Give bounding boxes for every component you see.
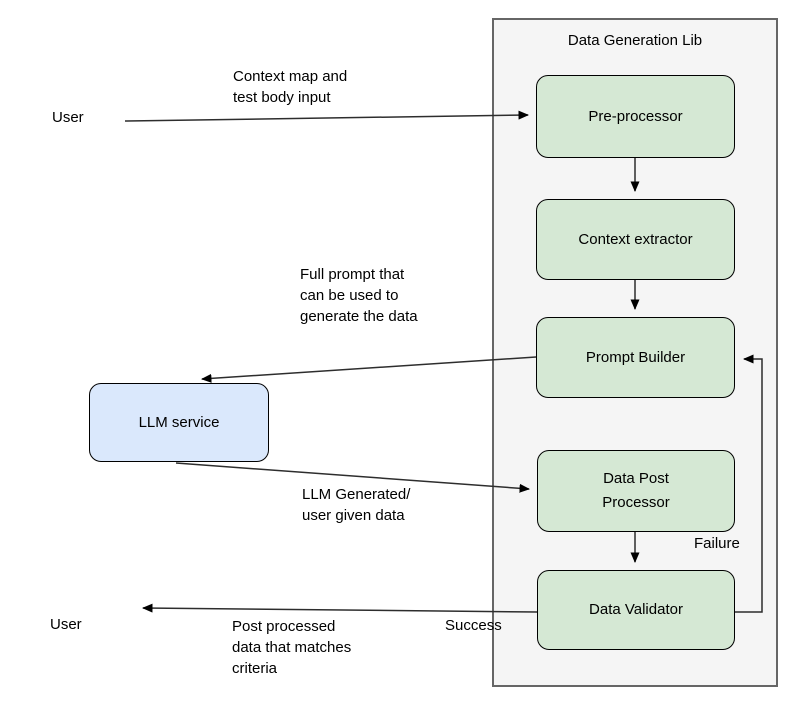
label-success: Success — [445, 617, 502, 634]
node-llm-service: LLM service — [89, 383, 269, 462]
node-data-validator: Data Validator — [537, 570, 735, 650]
node-pre-processor: Pre-processor — [536, 75, 735, 158]
edge-user-to-preprocessor — [124, 110, 529, 122]
label-context-map-input: Context map and test body input — [233, 68, 348, 106]
label-user-top: User — [52, 109, 84, 126]
node-data-post-processor: Data Post Processor — [537, 450, 735, 532]
node-context-extractor: Context extractor — [536, 199, 735, 280]
edge-llmservice-to-datapostprocessor — [175, 462, 530, 493]
container-title: Data Generation Lib — [567, 32, 703, 49]
edge-promptbuilder-to-llmservice — [201, 356, 537, 383]
edge-datavalidator-failure-to-promptbuilder — [735, 354, 763, 613]
label-full-prompt: Full prompt that can be used to generate… — [300, 266, 418, 325]
label-failure: Failure — [694, 535, 740, 552]
label-llm-generated-data: LLM Generated/ user given data — [302, 486, 411, 524]
node-prompt-builder: Prompt Builder — [536, 317, 735, 398]
edge-datavalidator-to-user-success — [142, 603, 538, 613]
label-user-bottom: User — [50, 616, 82, 633]
label-post-processed-data: Post processed data that matches criteri… — [232, 618, 352, 677]
